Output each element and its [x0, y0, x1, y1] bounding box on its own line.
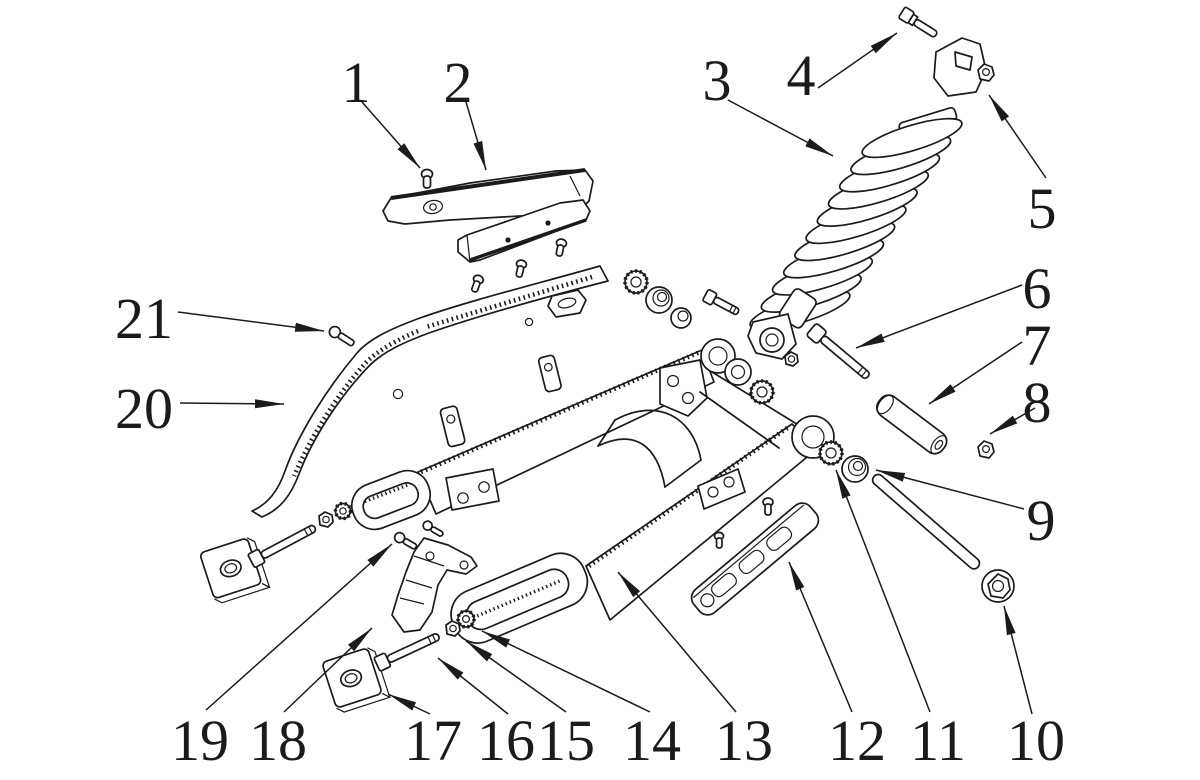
callout-2: 2: [444, 50, 473, 115]
pivot-toothed-nut: [623, 269, 649, 295]
leader-18: [283, 627, 373, 713]
flanged-bushing: [841, 455, 869, 483]
guide-screw-1: [393, 531, 418, 550]
callout-12: 12: [828, 708, 886, 773]
adjuster-washer-left: [333, 501, 353, 521]
shock-top-bolt: [898, 6, 938, 38]
leader-9: [875, 469, 1025, 510]
cover-screw-4: [555, 238, 568, 257]
pivot-washer: [724, 358, 752, 386]
leader-12: [788, 561, 853, 713]
coil-spring: [749, 117, 963, 331]
callout-9: 9: [1027, 488, 1056, 553]
chain-guard-inner-cover: [457, 199, 591, 263]
adjuster-nut-right: [445, 620, 461, 637]
callout-17: 17: [404, 708, 462, 773]
callout-1: 1: [342, 50, 371, 115]
callout-13: 13: [715, 708, 773, 773]
grease-bolt: [702, 288, 740, 316]
guard-screw: [328, 325, 355, 347]
shock-top-nut: [977, 63, 995, 82]
callout-8: 8: [1023, 370, 1052, 435]
leader-11: [835, 469, 931, 713]
pivot-axle-bolt: [871, 473, 1015, 603]
pivot-toothed-washer: [749, 379, 775, 405]
chain-guide: [391, 537, 478, 633]
leader-3: [727, 99, 834, 157]
adjuster-bolt-left: [247, 524, 317, 568]
sleeve-nut: [977, 440, 995, 459]
adjuster-washer-right: [456, 609, 476, 629]
shock-lower-bolt: [806, 323, 870, 380]
leader-5: [988, 94, 1047, 179]
leader-7: [928, 341, 1023, 405]
callout-4: 4: [787, 43, 816, 108]
callout-5: 5: [1028, 176, 1057, 241]
adjuster-nut-left: [318, 511, 334, 528]
adjuster-bolt-right: [373, 633, 440, 672]
leader-6: [855, 284, 1023, 349]
leader-1: [361, 101, 421, 169]
leader-10: [1003, 605, 1033, 715]
chain-slider: [690, 497, 820, 616]
callout-15: 15: [537, 708, 595, 773]
callout-19: 19: [171, 708, 229, 773]
leader-2: [465, 101, 487, 171]
leader-13: [617, 571, 737, 713]
adjuster-plate-left: [199, 537, 272, 604]
leader-8: [989, 407, 1036, 435]
callout-14: 14: [623, 708, 681, 773]
shock-absorber: [747, 37, 987, 360]
pivot-flanged-bushing: [645, 286, 673, 314]
spacer-sleeve: [875, 394, 948, 455]
leader-20: [179, 399, 285, 409]
slider-screw-1: [762, 497, 774, 516]
pivot-bushing: [670, 307, 692, 329]
leader-17: [387, 693, 431, 715]
leader-19: [205, 543, 393, 711]
callout-18: 18: [249, 708, 307, 773]
callout-10: 10: [1007, 708, 1065, 773]
leader-14: [481, 630, 651, 713]
callout-21: 21: [115, 286, 173, 351]
leader-16: [437, 657, 509, 715]
callout-3: 3: [703, 48, 732, 113]
cover-screw-3: [515, 259, 528, 278]
guide-screw-2: [422, 520, 444, 537]
leader-21: [177, 311, 325, 332]
chain-guard: [251, 265, 609, 518]
swingarm: [350, 338, 835, 644]
slider-screw-2: [713, 531, 725, 549]
callout-11: 11: [910, 708, 966, 773]
callout-16: 16: [477, 708, 535, 773]
callout-6: 6: [1023, 256, 1052, 321]
cover-screw-1: [420, 168, 434, 189]
callout-20: 20: [115, 376, 173, 441]
leader-4: [817, 32, 898, 89]
callout-labels: 1 2 3 4 5 6 7 8 9 10 11 12 13 14 15 16 1…: [115, 43, 1065, 773]
leader-15: [465, 640, 567, 713]
cover-screw-2: [470, 274, 485, 293]
leader-lines: [177, 32, 1047, 715]
splined-washer: [818, 440, 844, 466]
callout-7: 7: [1023, 313, 1052, 378]
